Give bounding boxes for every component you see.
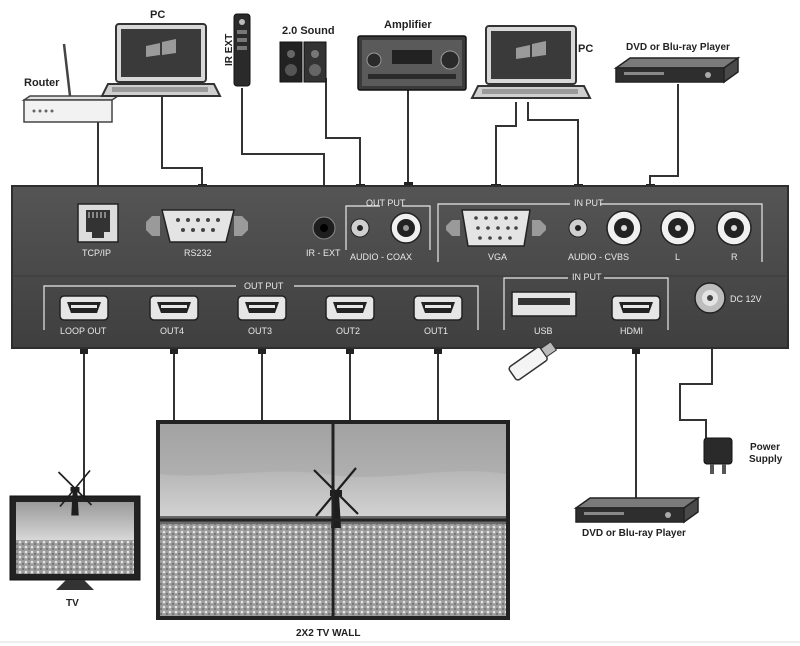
- audio-output-group: OUT PUT AUDIO - COAX: [345, 198, 431, 262]
- audio-coax-label: AUDIO - COAX: [350, 252, 412, 262]
- input-group-bottom-label: IN PUT: [572, 272, 602, 282]
- rs232-label: RS232: [184, 248, 212, 258]
- out1-port: [413, 295, 463, 321]
- power-supply-label-2: Supply: [749, 454, 783, 465]
- cables: [83, 78, 713, 504]
- r-label: R: [731, 252, 738, 262]
- usb-stick-icon: [508, 341, 558, 381]
- ir-ext-jack: IR - EXT: [306, 216, 341, 258]
- dvd-top-device: DVD or Blu-ray Player: [615, 42, 739, 83]
- router-device: Router: [21, 43, 121, 123]
- cable-dc: [679, 320, 713, 440]
- amplifier-device: Amplifier: [357, 19, 467, 91]
- router-label: Router: [24, 77, 60, 89]
- dvd-bottom-label: DVD or Blu-ray Player: [582, 528, 686, 539]
- hdmi-output-group: OUT PUT LOOP OUT OUT4 OUT3 OUT2 OUT1: [43, 281, 479, 336]
- dc-label: DC 12V: [730, 294, 762, 304]
- vga-port: VGA: [446, 209, 546, 262]
- vga-label: VGA: [488, 252, 507, 262]
- out1-label: OUT1: [424, 326, 448, 336]
- power-supply-label-1: Power: [750, 442, 780, 453]
- tv-device: TV: [9, 469, 141, 609]
- cable-sound: [325, 78, 361, 194]
- ir-ext-device: IR EXT: [224, 13, 251, 87]
- loop-out-port: [59, 295, 109, 321]
- hdmi-output-group-label: OUT PUT: [244, 281, 284, 291]
- l-label: L: [675, 252, 680, 262]
- hdmi-in-port: [611, 295, 661, 321]
- switcher-rear-panel: TCP/IP RS232 IR - EXT OUT PUT: [11, 185, 789, 349]
- out3-port: [237, 295, 287, 321]
- audio-cvbs-label: AUDIO - CVBS: [568, 252, 629, 262]
- tv-label: TV: [66, 598, 79, 609]
- loop-out-label: LOOP OUT: [60, 326, 107, 336]
- cable-pc-rs232: [161, 96, 203, 194]
- tv-wall: 2X2 TV WALL: [156, 420, 510, 639]
- ir-ext-label: IR EXT: [224, 34, 235, 66]
- input-group-top: IN PUT VGA: [437, 198, 763, 262]
- sound-label: 2.0 Sound: [282, 25, 335, 37]
- pc-right-label: PC: [578, 43, 593, 55]
- dvd-bottom-device: DVD or Blu-ray Player: [575, 497, 699, 539]
- out2-label: OUT2: [336, 326, 360, 336]
- out3-label: OUT3: [248, 326, 272, 336]
- dc-power-jack: DC 12V: [694, 282, 762, 314]
- cable-irext: [241, 88, 325, 200]
- cvbs-rca: [606, 210, 642, 246]
- rs232-port: RS232: [146, 209, 248, 258]
- out4-label: OUT4: [160, 326, 184, 336]
- power-supply-device: Power Supply: [703, 437, 783, 474]
- out2-port: [325, 295, 375, 321]
- cable-dvd-top: [649, 84, 679, 194]
- amplifier-label: Amplifier: [384, 19, 432, 31]
- pc-left-label: PC: [150, 9, 165, 21]
- l-rca: [660, 210, 696, 246]
- cable-pc-vga: [495, 102, 517, 194]
- hdmi-label: HDMI: [620, 326, 643, 336]
- pc-left-device: PC: [101, 9, 221, 97]
- pc-right-device: PC: [471, 25, 593, 99]
- tcpip-label: TCP/IP: [82, 248, 111, 258]
- sound-device: 2.0 Sound: [279, 25, 335, 83]
- out4-port: [149, 295, 199, 321]
- usb-label: USB: [534, 326, 553, 336]
- cable-pc-audio: [527, 102, 579, 194]
- usb-port: [511, 291, 577, 317]
- input-group-label: IN PUT: [574, 198, 604, 208]
- r-rca: [716, 210, 752, 246]
- ir-ext-port-label: IR - EXT: [306, 248, 341, 258]
- tcpip-port: TCP/IP: [77, 203, 119, 258]
- tv-wall-label: 2X2 TV WALL: [296, 628, 360, 639]
- audio-output-group-label: OUT PUT: [366, 198, 406, 208]
- input-group-bottom: IN PUT USB HDMI: [503, 272, 669, 336]
- dvd-top-label: DVD or Blu-ray Player: [626, 42, 730, 53]
